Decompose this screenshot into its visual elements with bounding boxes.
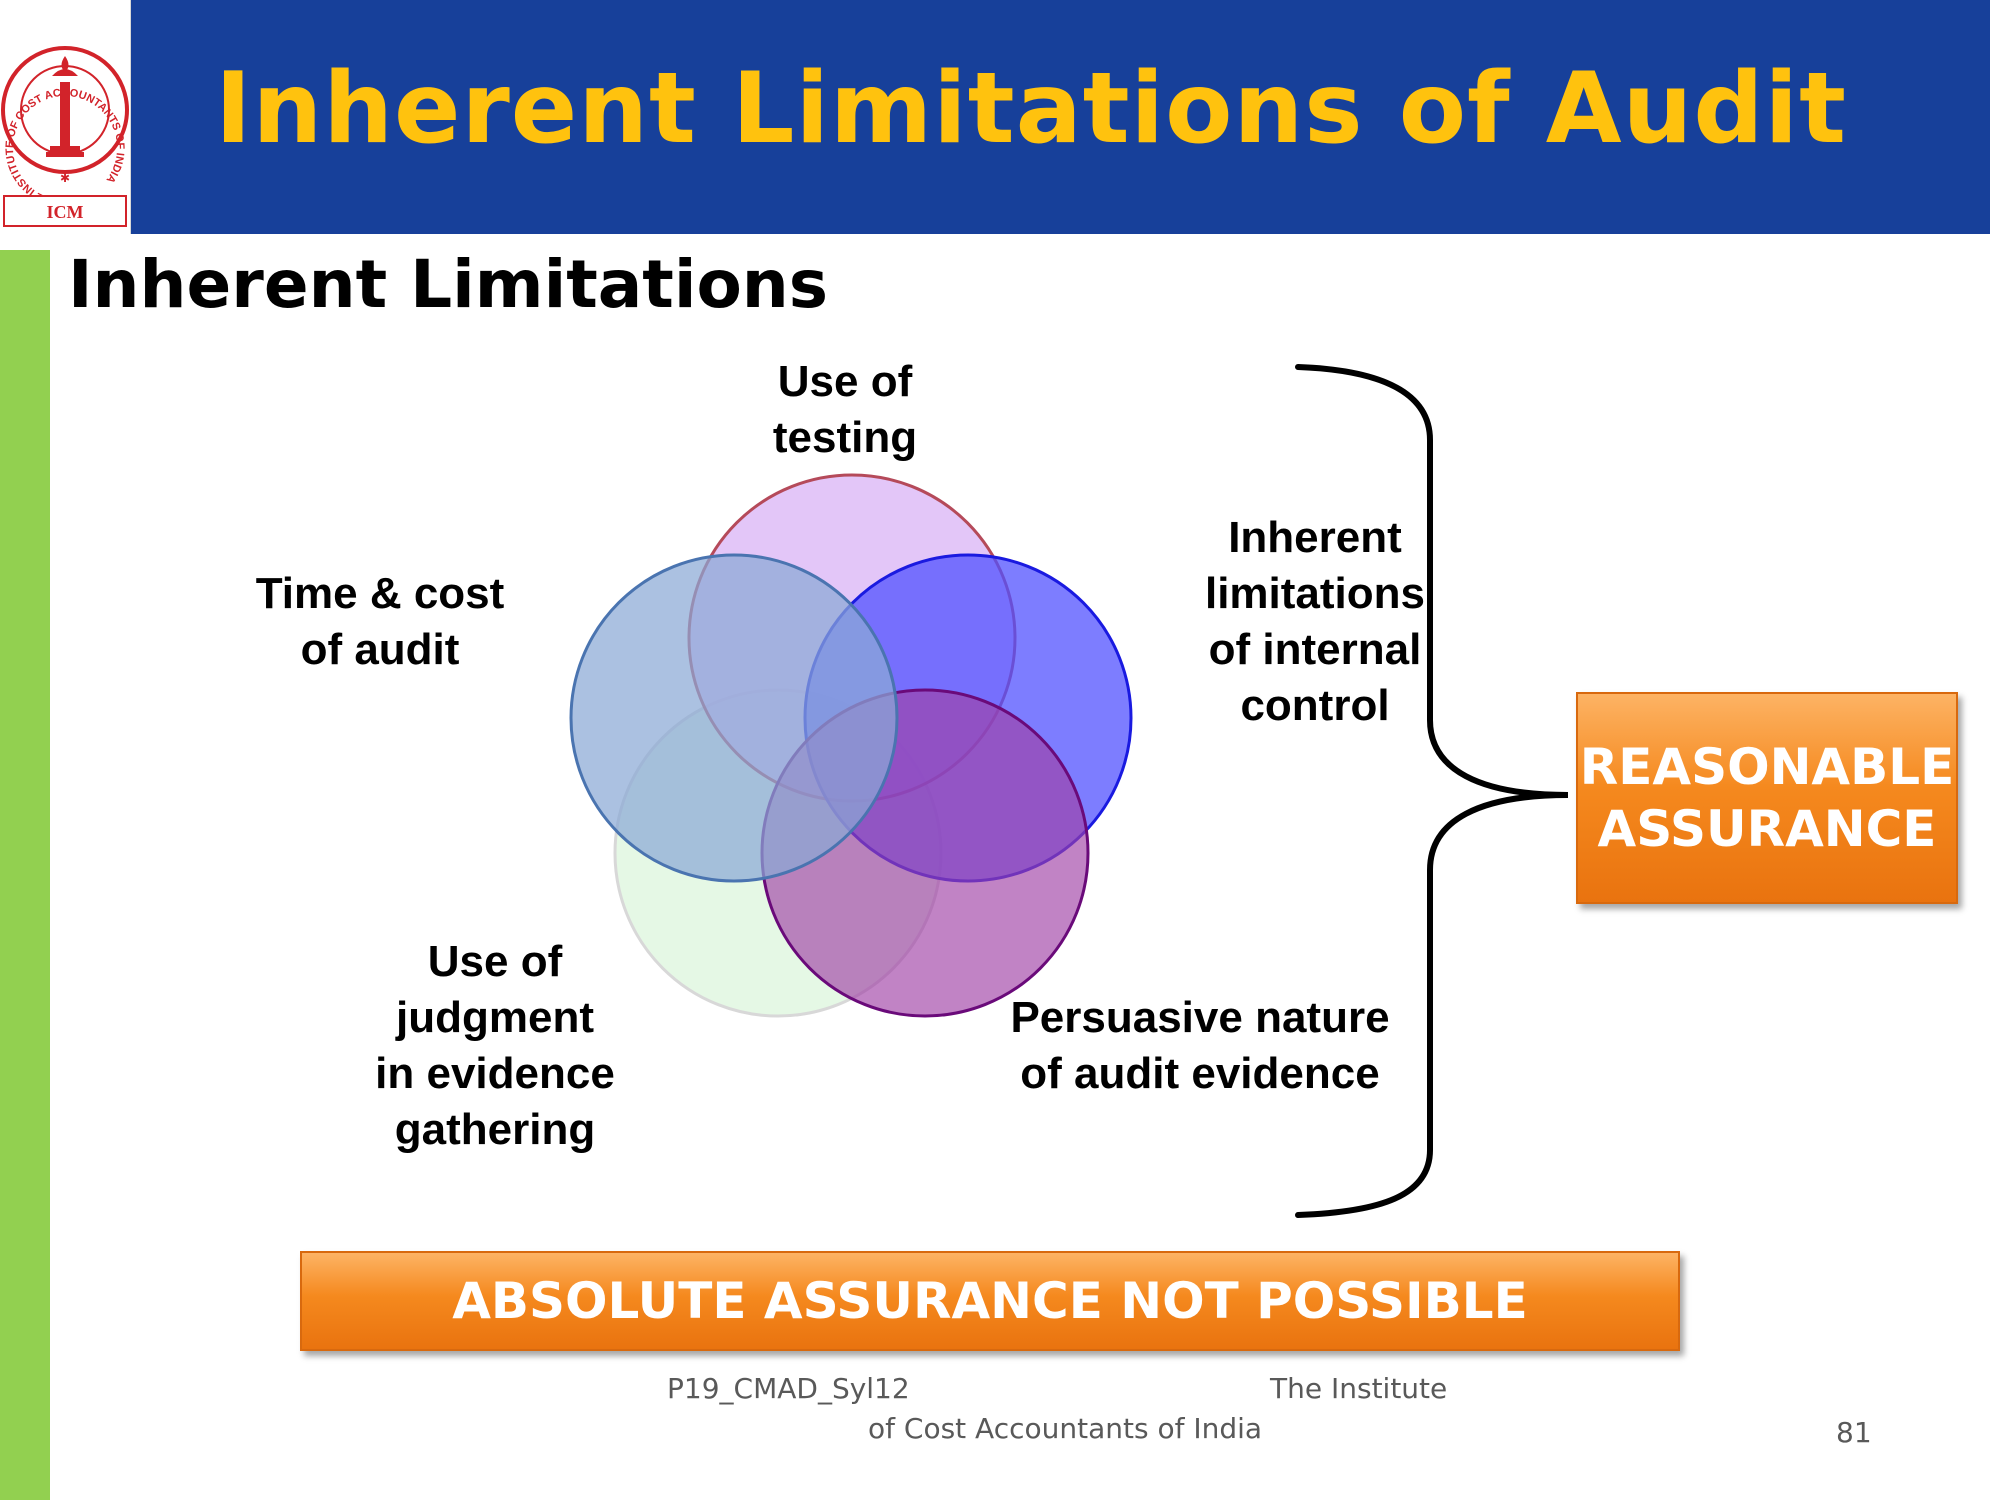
curly-brace [1295,364,1569,1218]
label-use-of-judgment: Use of judgment in evidence gathering [375,937,615,1154]
section-subtitle: Inherent Limitations [68,246,829,323]
institute-seal-icon: THE INSTITUTE OF COST ACCOUNTANTS OF IND… [1,46,129,227]
footer-course-code: P19_CMAD_Syl12 [667,1372,910,1405]
reasonable-assurance-box: REASONABLE ASSURANCE [1576,692,1958,904]
venn-circle-left [569,553,899,883]
title-bar [131,0,1990,234]
svg-text:ICM: ICM [47,202,84,222]
svg-text:✱: ✱ [60,171,70,185]
absolute-assurance-banner: ABSOLUTE ASSURANCE NOT POSSIBLE [300,1251,1680,1351]
footer-institute-line2: of Cost Accountants of India [868,1412,1263,1445]
footer-institute: The Institute [1270,1372,1448,1405]
label-use-of-testing: Use of testing [772,357,918,462]
page-number: 81 [1836,1416,1872,1449]
label-time-and-cost: Time & cost of audit [255,569,505,674]
logo: THE INSTITUTE OF COST ACCOUNTANTS OF IND… [0,0,131,234]
slide-title: Inherent Limitations of Audit [215,52,1847,166]
left-accent-bar [0,250,50,1500]
label-inherent-limitations-internal-control: Inherent limitations of internal control [1204,513,1426,730]
label-persuasive-nature: Persuasive nature of audit evidence [1010,993,1390,1098]
